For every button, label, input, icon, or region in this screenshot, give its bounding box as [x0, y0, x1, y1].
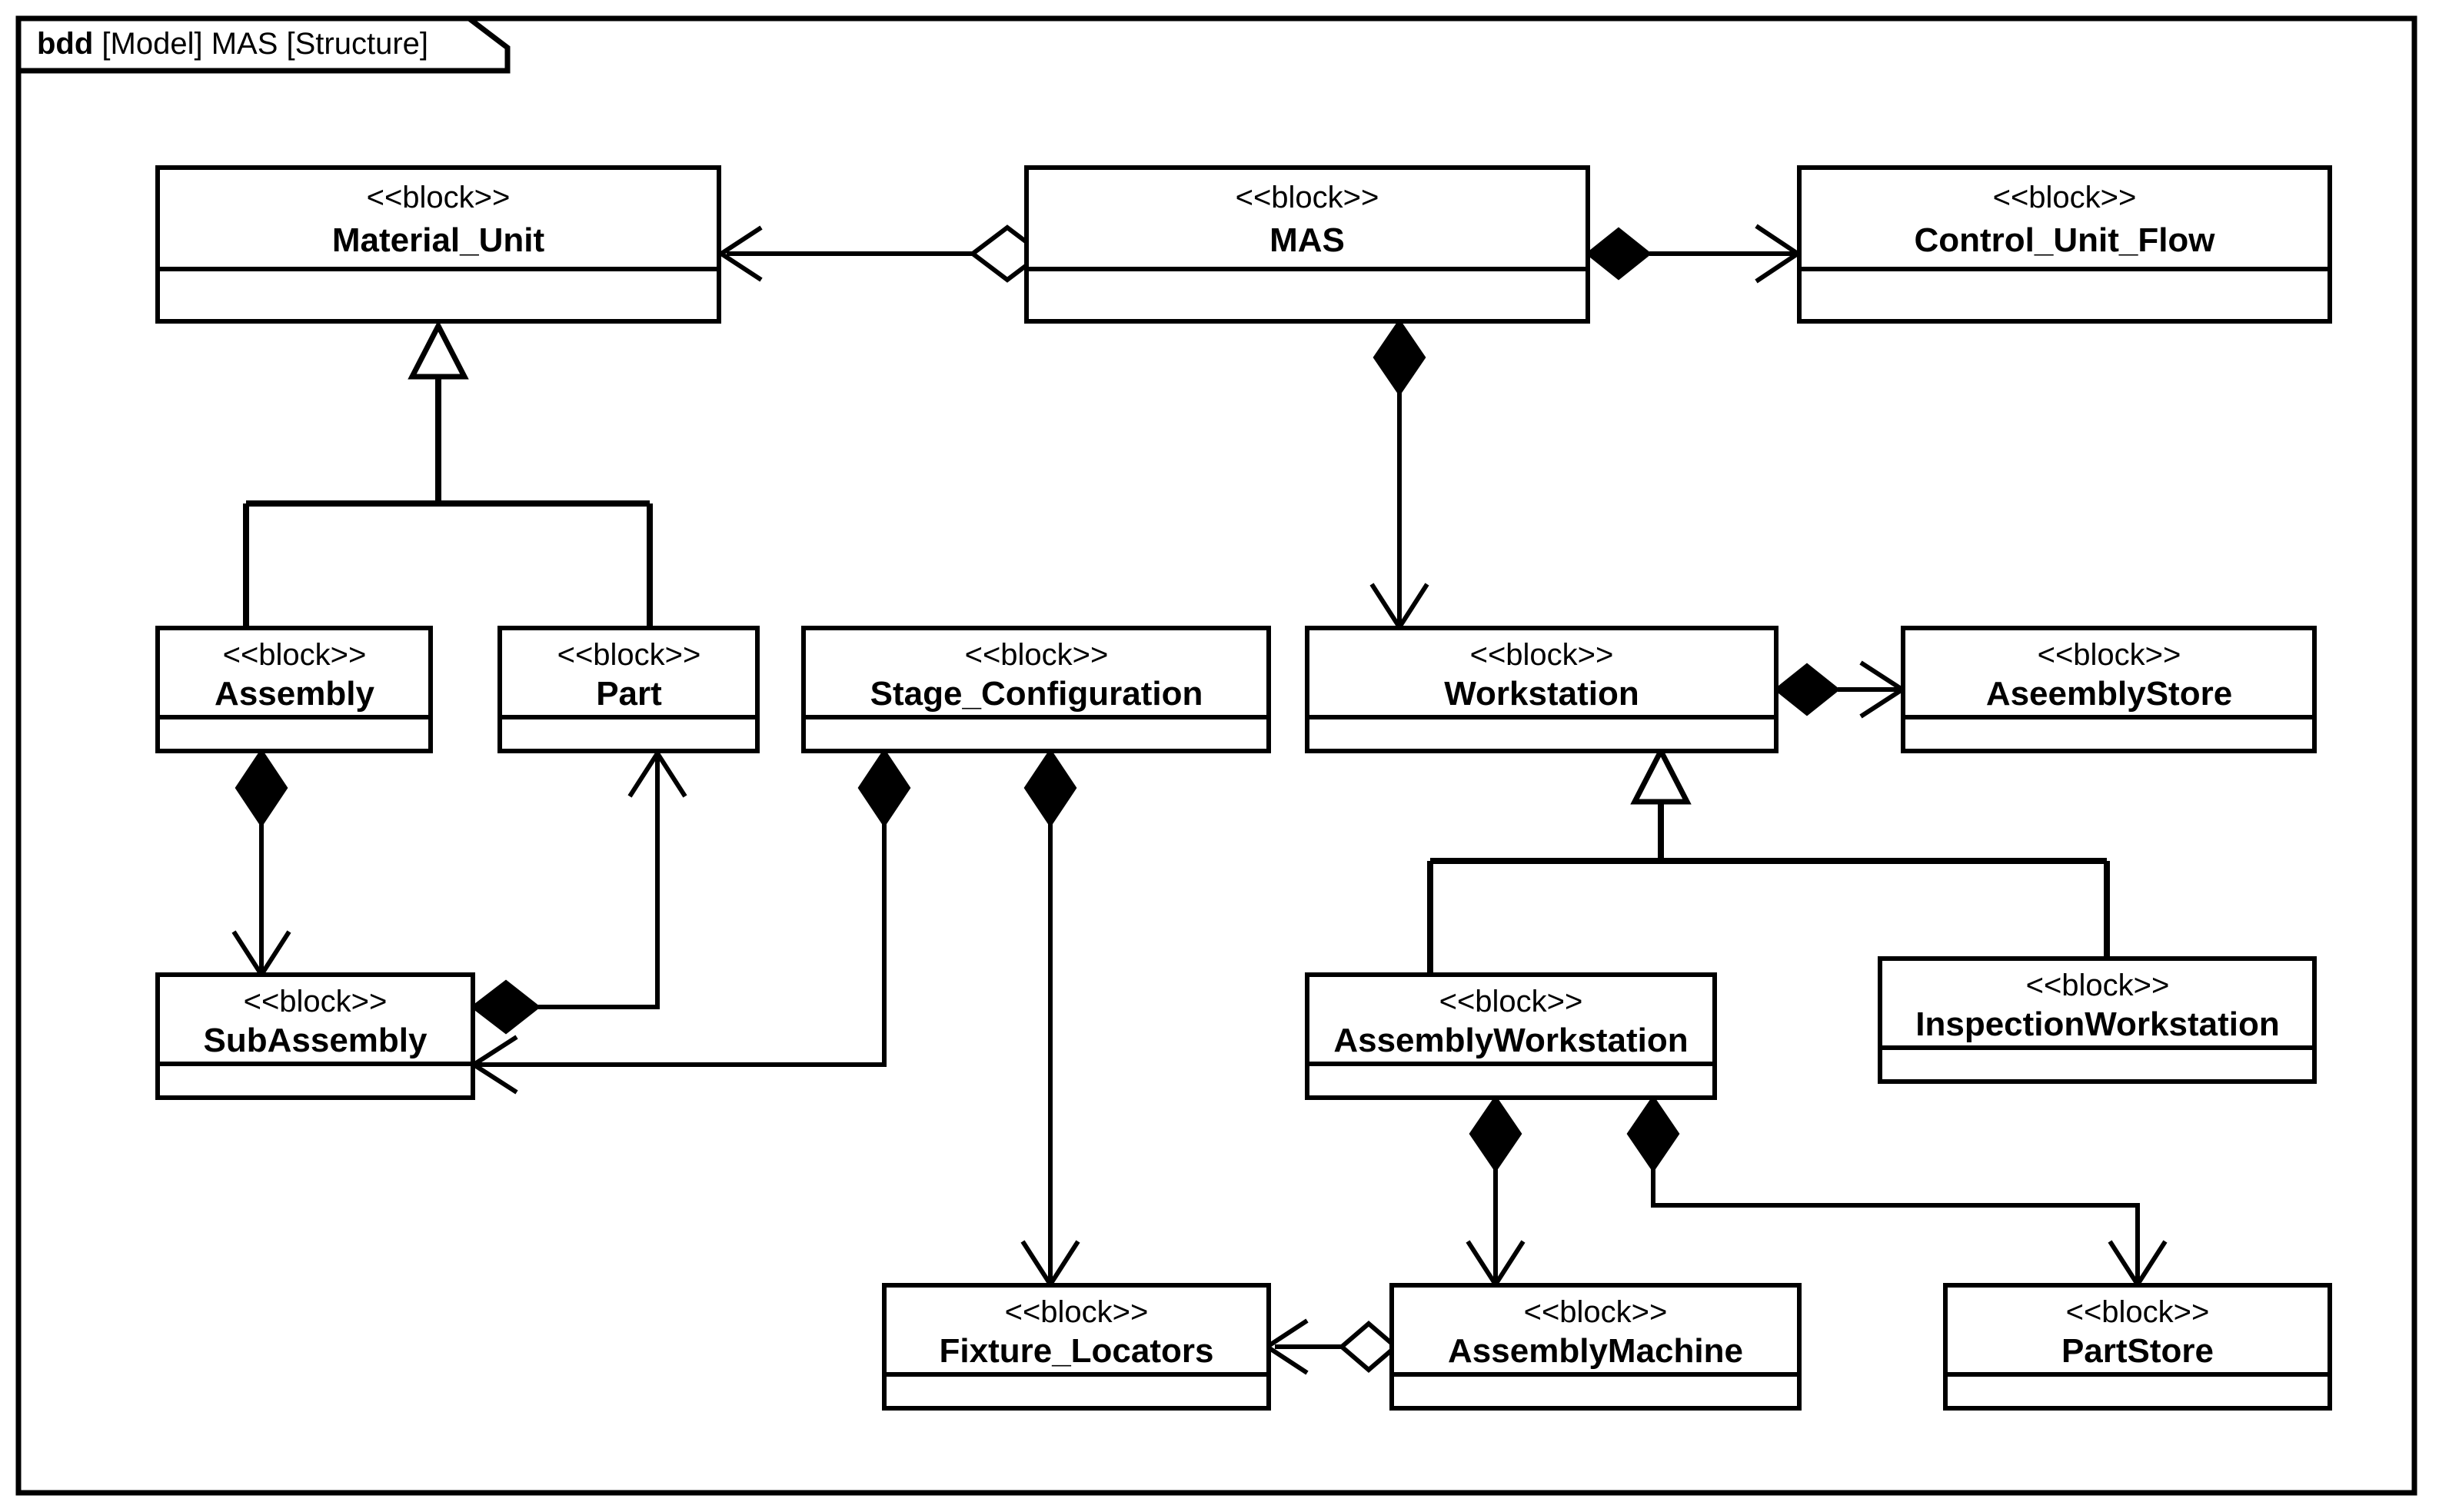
edge-stage_configuration-fixture_locators[interactable]: [1020, 748, 1080, 1289]
block-assembly-machine[interactable]: <<block>> AssemblyMachine: [1389, 1283, 1802, 1411]
block-name: InspectionWorkstation: [1915, 1005, 2279, 1043]
hollow-triangle-marker: [1630, 745, 1692, 805]
filled-diamond-marker: [1773, 663, 1841, 716]
block-name: AseemblyStore: [1986, 675, 2232, 713]
filled-diamond-marker: [235, 748, 288, 828]
frame-label-kind: bdd: [37, 27, 93, 61]
block-name: Workstation: [1444, 675, 1639, 713]
block-stereotype: <<block>>: [965, 638, 1109, 672]
block-layer: <<block>> Material_Unit <<block>> MAS <<…: [155, 165, 2332, 1411]
block-part[interactable]: <<block>> Part: [497, 626, 760, 753]
frame-label: bdd [Model] MAS [Structure]: [37, 27, 428, 61]
filled-diamond-marker: [1373, 318, 1426, 397]
block-material-unit[interactable]: <<block>> Material_Unit: [155, 165, 721, 324]
block-name: Stage_Configuration: [870, 675, 1203, 713]
block-name: Part: [596, 675, 662, 713]
hollow-triangle-marker: [408, 320, 469, 380]
edge-sub_assembly-part[interactable]: [470, 749, 687, 1035]
block-name: MAS: [1269, 221, 1345, 259]
block-name: AssemblyWorkstation: [1333, 1022, 1688, 1059]
block-name: Control_Unit_Flow: [1914, 221, 2215, 259]
filled-diamond-marker: [1585, 227, 1652, 281]
block-stereotype: <<block>>: [223, 638, 367, 672]
block-stereotype: <<block>>: [1005, 1295, 1149, 1329]
block-workstation[interactable]: <<block>> Workstation: [1305, 626, 1779, 753]
block-stereotype: <<block>>: [2026, 969, 2170, 1002]
edge-assembly_workstation-part_store[interactable]: [1626, 1095, 2168, 1289]
edge-generalization-workstation[interactable]: [1427, 745, 2110, 975]
block-stereotype: <<block>>: [1470, 638, 1614, 672]
filled-diamond-marker: [1626, 1095, 1680, 1173]
edge-stage_configuration-sub_assembly[interactable]: [469, 748, 911, 1095]
block-stereotype: <<block>>: [1524, 1295, 1668, 1329]
block-mas[interactable]: <<block>> MAS: [1024, 165, 1590, 324]
block-stereotype: <<block>>: [557, 638, 701, 672]
block-inspection-workstation[interactable]: <<block>> InspectionWorkstation: [1878, 956, 2317, 1084]
relationship-layer: [231, 224, 2168, 1375]
frame-name-tab: [15, 15, 511, 74]
block-name: AssemblyMachine: [1448, 1332, 1743, 1370]
edge-assembly-sub_assembly[interactable]: [231, 748, 291, 979]
block-stereotype: <<block>>: [2038, 638, 2181, 672]
edge-generalization-material_unit[interactable]: [243, 320, 653, 628]
block-assembly-workstation[interactable]: <<block>> AssemblyWorkstation: [1305, 972, 1717, 1100]
block-stereotype: <<block>>: [367, 181, 511, 214]
filled-diamond-marker: [1023, 748, 1077, 828]
frame-label-rest: [Model] MAS [Structure]: [93, 27, 428, 61]
block-name: Fixture_Locators: [940, 1332, 1214, 1370]
block-aseembly-store[interactable]: <<block>> AseemblyStore: [1901, 626, 2317, 753]
block-part-store[interactable]: <<block>> PartStore: [1943, 1283, 2332, 1411]
block-name: SubAssembly: [204, 1022, 428, 1059]
filled-diamond-marker: [470, 979, 541, 1035]
block-stereotype: <<block>>: [1439, 985, 1583, 1019]
block-stereotype: <<block>>: [1993, 181, 2137, 214]
filled-diamond-marker: [857, 748, 911, 828]
block-name: Assembly: [215, 675, 374, 713]
block-stereotype: <<block>>: [2066, 1295, 2210, 1329]
block-name: PartStore: [2061, 1332, 2214, 1370]
filled-diamond-marker: [1469, 1095, 1522, 1173]
block-name: Material_Unit: [332, 221, 545, 259]
block-stereotype: <<block>>: [244, 985, 388, 1019]
block-fixture-locators[interactable]: <<block>> Fixture_Locators: [882, 1283, 1271, 1411]
block-stereotype: <<block>>: [1236, 181, 1379, 214]
block-control-unit-flow[interactable]: <<block>> Control_Unit_Flow: [1797, 165, 2332, 324]
block-stage-configuration[interactable]: <<block>> Stage_Configuration: [801, 626, 1271, 753]
block-sub-assembly[interactable]: <<block>> SubAssembly: [155, 972, 475, 1100]
block-assembly[interactable]: <<block>> Assembly: [155, 626, 433, 753]
